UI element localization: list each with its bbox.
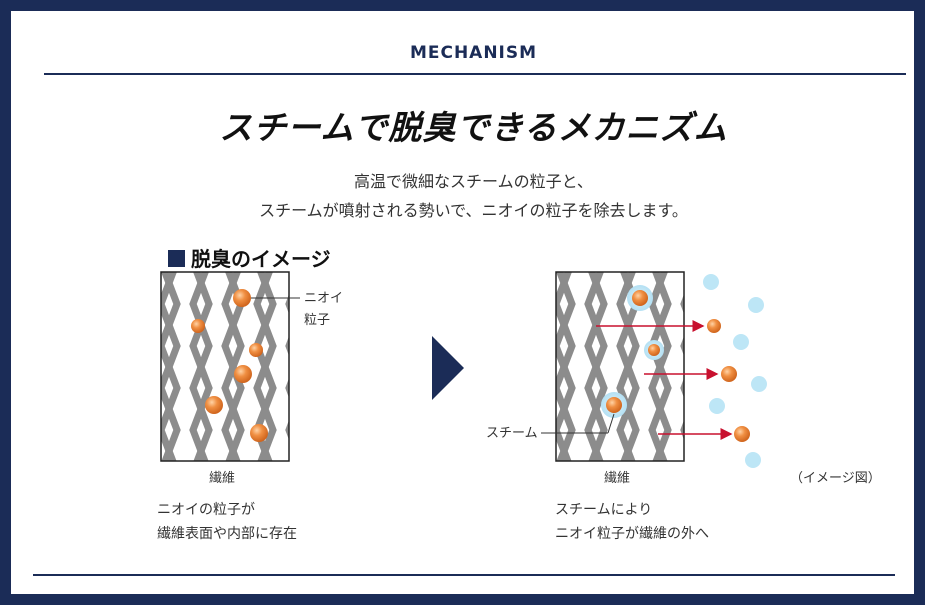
image-note: （イメージ図）	[790, 471, 881, 486]
particle-label-2: 粒子	[304, 313, 330, 328]
steam-particles-inside	[601, 285, 664, 418]
fiber-strand	[189, 272, 213, 461]
fiber-strand	[648, 272, 672, 461]
fiber-strand	[285, 336, 289, 440]
fiber-strand	[65, 262, 81, 472]
fiber-strand	[1, 262, 17, 472]
fiber-strand	[253, 272, 277, 461]
bottom-rule	[33, 574, 895, 576]
section-title-text: 脱臭のイメージ	[191, 247, 331, 271]
fiber-label-right: 繊維	[604, 470, 630, 486]
fiber-strand	[1, 262, 17, 472]
square-bullet-icon	[168, 250, 185, 267]
steam-leader-tip	[607, 413, 615, 434]
removal-arrows	[596, 320, 733, 440]
steam-bubbles-outside	[703, 274, 767, 468]
fiber-strand	[33, 262, 49, 472]
fiber-strand	[129, 262, 145, 472]
fiber-strand	[396, 262, 412, 472]
caption-right: スチームにより ニオイ粒子が繊維の外へ	[555, 498, 709, 546]
fiber-strand	[680, 336, 684, 440]
fiber-strand	[584, 272, 608, 461]
fiber-strand	[285, 294, 289, 398]
section-title: 脱臭のイメージ	[168, 243, 331, 272]
caption-left-line-2: 繊維表面や内部に存在	[157, 526, 297, 542]
particle-label-1: ニオイ	[304, 291, 343, 306]
description-line-1: 高温で微細なスチームの粒子と、	[354, 172, 593, 191]
fiber-box-right	[396, 262, 764, 472]
fiber-strand	[97, 262, 113, 472]
triangle-arrow-icon	[432, 336, 464, 400]
fiber-strand	[556, 272, 576, 461]
fiber-strand	[748, 262, 764, 472]
fiber-strand	[97, 262, 113, 472]
fiber-strand	[221, 272, 245, 461]
fiber-strand	[65, 262, 81, 472]
odor-particles-left	[191, 289, 268, 442]
fiber-strand	[129, 262, 145, 472]
fiber-strand	[353, 262, 369, 472]
fiber-strand	[680, 294, 684, 398]
steam-label: スチーム	[486, 426, 538, 441]
fiber-strand	[396, 262, 412, 472]
caption-right-line-1: スチームにより	[555, 502, 653, 518]
page-title: スチームで脱臭できるメカニズム	[219, 108, 728, 147]
caption-left: ニオイの粒子が 繊維表面や内部に存在	[157, 498, 297, 546]
fiber-strand	[161, 272, 181, 461]
odor-particles-expelled	[707, 319, 750, 442]
fiber-strand	[353, 262, 369, 472]
description-line-2: スチームが噴射される勢いで、ニオイの粒子を除去します。	[259, 201, 688, 220]
top-rule	[44, 73, 906, 75]
fiber-strand	[616, 272, 640, 461]
caption-left-line-1: ニオイの粒子が	[157, 502, 255, 518]
fiber-strand	[33, 262, 49, 472]
caption-right-line-2: ニオイ粒子が繊維の外へ	[555, 526, 709, 542]
fiber-label-left: 繊維	[209, 470, 235, 486]
fiber-strand	[748, 262, 764, 472]
mechanism-heading: MECHANISM	[409, 43, 538, 63]
